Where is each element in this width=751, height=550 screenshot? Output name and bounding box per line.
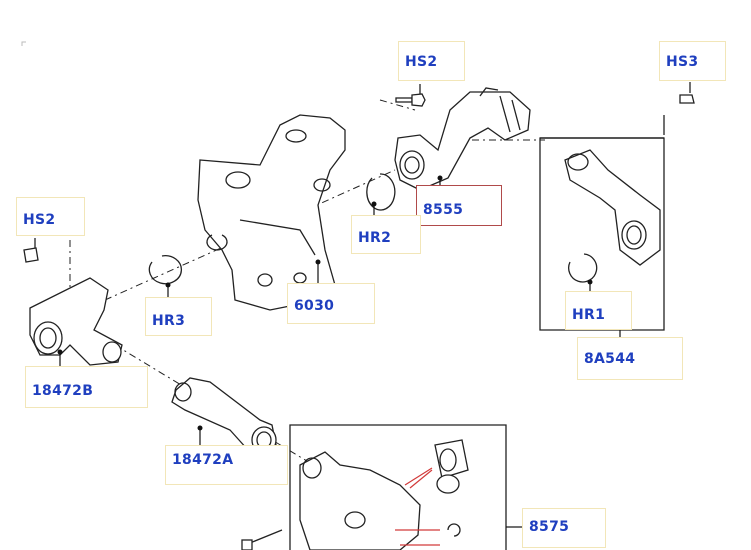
callout-8a544[interactable]: 8A544	[577, 337, 683, 380]
callout-hr3[interactable]: HR3	[145, 297, 212, 336]
bracket-6030	[197, 114, 346, 311]
bolt-hs2-top	[395, 84, 426, 107]
bolt-hs3	[663, 82, 695, 135]
callout-8555[interactable]: 8555	[416, 185, 502, 226]
assembly-8a544	[539, 137, 665, 338]
assembly-8575	[241, 424, 522, 550]
bolt-hs2-left	[23, 238, 39, 263]
callout-6030[interactable]: 6030	[287, 283, 375, 324]
callout-8575[interactable]: 8575	[522, 508, 606, 548]
callout-hr1[interactable]: HR1	[565, 291, 632, 330]
pipe-18472a	[171, 377, 277, 456]
housing-18472b	[29, 277, 123, 368]
callout-18472a[interactable]: 18472A	[165, 445, 288, 485]
callout-hs3[interactable]: HS3	[659, 41, 726, 81]
callout-18472b[interactable]: 18472B	[25, 366, 148, 408]
callout-hr2[interactable]: HR2	[351, 215, 421, 254]
callout-hs2-top[interactable]: HS2	[398, 41, 465, 81]
callout-hs2-left[interactable]: HS2	[16, 197, 85, 236]
